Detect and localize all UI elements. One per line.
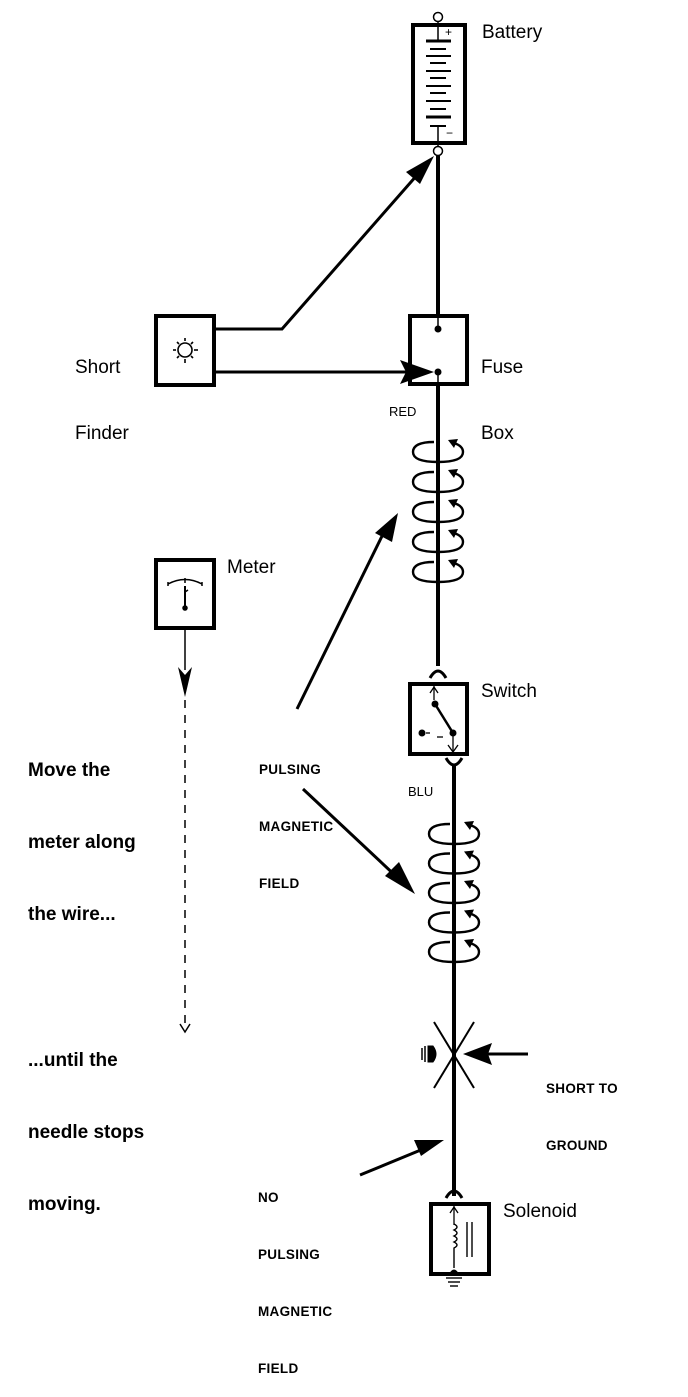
magnetic-field-loop — [411, 500, 465, 524]
magnetic-field-loop — [411, 470, 465, 494]
magnetic-field-loop — [411, 440, 465, 464]
short-to-ground-symbol — [433, 1021, 475, 1089]
magnetic-field-loop — [427, 940, 481, 964]
magnetic-field-loop — [411, 560, 465, 584]
magnetic-field-loop — [427, 911, 481, 934]
pulsing-arrow-up-head — [375, 513, 398, 542]
gauge-needle-icon — [167, 578, 203, 611]
solenoid-coil-icon — [452, 1223, 458, 1268]
connector-top-solenoid — [444, 1189, 464, 1199]
battery-cells — [426, 39, 451, 127]
instruction-start: Move the meter along the wire... — [28, 760, 136, 925]
magnetic-field-loop — [427, 881, 481, 905]
wire-label-red: RED — [389, 404, 417, 419]
magnetic-field-coils-upper — [411, 439, 465, 584]
battery-negative-sign: − — [446, 126, 454, 140]
magnetic-field-arrowhead — [448, 529, 458, 538]
battery-negative-terminal — [432, 145, 444, 157]
magnetic-field-arrowhead — [448, 439, 458, 448]
meter-motion-arrowhead — [178, 667, 192, 697]
switch — [408, 682, 469, 756]
magnetic-field-loop — [427, 822, 481, 846]
magnetic-field-arrowhead — [448, 559, 458, 568]
ground-icon — [446, 1277, 462, 1287]
lamp-icon — [173, 338, 198, 363]
magnetic-field-arrowhead — [448, 469, 458, 478]
pulsing-field-label: PULSING MAGNETIC FIELD — [259, 762, 334, 891]
switch-body — [408, 682, 469, 756]
switch-label: Switch — [481, 681, 537, 702]
no-pulsing-arrow-shaft — [359, 1145, 429, 1177]
short-finder-box — [154, 314, 216, 387]
pulsing-arrow-down-shaft — [301, 787, 402, 882]
lead-to-battery — [214, 165, 427, 331]
battery-positive-terminal — [432, 11, 444, 23]
battery — [411, 11, 467, 157]
pulsing-arrow-up-shaft — [295, 529, 387, 710]
solenoid — [429, 1202, 491, 1287]
magnetic-field-arrowhead — [464, 850, 474, 860]
magnetic-field-coils-lower — [427, 821, 481, 964]
wire-label-blu: BLU — [408, 784, 434, 799]
short-finder — [154, 314, 216, 387]
wiring-diagram — [154, 11, 528, 1287]
solenoid-body — [429, 1202, 491, 1276]
meter-label: Meter — [227, 557, 276, 578]
short-arrowhead — [463, 1043, 492, 1065]
magnetic-field-arrowhead — [464, 821, 474, 830]
pulsing-arrow-down-head — [385, 862, 415, 894]
solenoid-label: Solenoid — [503, 1201, 577, 1222]
magnetic-field-loop — [427, 852, 481, 875]
meter-path-end-arrow — [179, 1023, 191, 1034]
short-to-ground-label: SHORT TO GROUND — [546, 1081, 618, 1153]
fuse-box-label: Fuse Box — [481, 357, 524, 444]
battery-body — [411, 23, 467, 145]
arrowhead-battery — [406, 156, 434, 184]
no-pulsing-arrow-head — [414, 1140, 444, 1156]
magnetic-field-arrowhead — [448, 499, 458, 508]
magnetic-field-arrowhead — [464, 880, 474, 889]
magnetic-field-loop — [411, 530, 465, 554]
no-pulsing-field-label: NO PULSING MAGNETIC FIELD — [258, 1190, 333, 1376]
instruction-end: ...until the needle stops moving. — [28, 1050, 145, 1215]
ground-plug-icon — [421, 1045, 437, 1063]
battery-label: Battery — [482, 22, 543, 43]
connector-top-switch — [428, 669, 448, 679]
magnetic-field-arrowhead — [464, 909, 474, 919]
connector-bottom-switch — [444, 757, 464, 767]
meter — [154, 558, 216, 630]
magnetic-field-arrowhead — [464, 939, 474, 948]
switch-blade — [433, 703, 455, 734]
battery-positive-sign: + — [445, 25, 453, 39]
short-finder-label: Short Finder — [75, 357, 129, 444]
